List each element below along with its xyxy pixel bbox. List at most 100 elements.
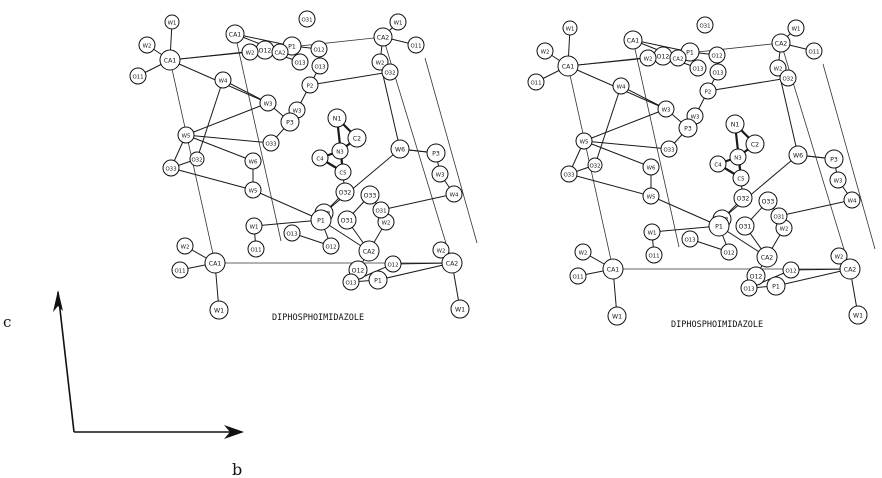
bond [309,71,391,86]
atom-circle [301,76,319,94]
atom-layer: W1W2CA1O11CA1O12O13P1CA2W2O31W3O12O13P2C… [527,16,868,326]
atom: O31 [372,201,390,219]
atom-circle [645,246,663,264]
atom-circle [445,185,463,203]
atom-circle [557,55,579,77]
atom-label: O11 [174,268,185,274]
atom-circle [244,181,262,199]
atom-label: O32 [191,157,202,163]
atom-label: O12 [750,273,763,280]
atom-circle [247,240,265,258]
atom-circle [129,67,147,85]
atom: O12 [782,261,800,279]
atom-circle [830,247,848,265]
atom-circle [839,258,861,280]
atom-label: O12 [387,262,398,268]
atom: O13 [283,224,301,242]
bond [583,108,667,142]
atom: P3 [280,112,300,132]
atom-circle [569,267,587,285]
atom-label: W4 [848,198,857,204]
atom: O11 [645,246,663,264]
atom-label: O12 [325,244,336,250]
atom-circle [381,63,399,81]
bond [775,268,851,287]
atom: W1 [787,19,805,37]
atom: W1 [643,223,661,241]
atom-circle [389,13,407,31]
atom: W6 [788,145,808,165]
atom-label: W6 [793,152,803,159]
atom-label: P2 [705,89,712,95]
bond [252,189,322,221]
atom-circle [560,165,578,183]
atom-label: W1 [168,20,177,26]
bond [169,51,251,61]
b-axis-arrowhead [224,425,244,439]
atom-circle [708,215,730,237]
panel-caption-left: DIPHOSPHOIMIDAZOLE [272,313,364,323]
atom-circle [209,300,229,320]
atom: O33 [162,159,180,177]
atom-circle [643,223,661,241]
atom: O11 [129,67,147,85]
atom-circle [602,258,624,280]
atom-label: O33 [364,192,377,199]
atom-label: O13 [314,64,325,70]
atom-circle [262,134,280,152]
atom-label: O11 [250,247,261,253]
atom-circle [696,16,714,34]
atom-circle [788,145,808,165]
atom-label: O31 [773,214,784,220]
bond [323,148,401,214]
atom-label: O31 [739,223,752,230]
atom: W1 [450,299,470,319]
atom: P1 [310,209,332,231]
atom-label: W5 [249,188,258,194]
atom-label: O11 [572,274,583,280]
atom-circle [337,210,357,230]
atom: W5 [244,181,262,199]
atom: W6 [244,152,262,170]
atom: W1 [607,306,627,326]
atom-label: P1 [374,277,382,284]
atom: P3 [426,143,446,163]
atom-label: W5 [647,194,656,200]
atom-circle [407,36,425,54]
atom-label: O32 [384,70,395,76]
atom-circle [358,240,380,262]
atom-label: W3 [691,114,700,120]
atom-label: O33 [663,147,674,153]
atom-label: W1 [853,312,863,319]
atom-label: P1 [715,223,723,230]
atom-circle [733,188,753,208]
atom-label: O13 [345,280,356,286]
atom: O32 [335,182,355,202]
atom-label: O11 [410,43,421,49]
atom: W1 [245,217,263,235]
atom-label: W2 [780,226,789,232]
atom-circle [310,40,328,58]
atom-circle [298,10,316,28]
atom-circle [322,237,340,255]
atom-label: O12 [259,47,272,54]
atom-circle [642,158,660,176]
atom-label: O31 [301,17,312,23]
bond [185,134,254,162]
axis-indicator: c b [3,290,244,478]
atom: O31 [298,10,316,28]
atom-label: O32 [339,189,352,196]
atom: P2 [699,82,717,100]
atom: C5 [732,169,750,187]
atom-label: W2 [835,254,844,260]
atom-label: CA1 [229,31,242,38]
atom: W2 [241,43,259,61]
atom-circle [384,255,402,273]
atom-label: O12 [711,53,722,59]
atom-label: W3 [264,101,273,107]
bond [380,193,455,211]
atom-label: N3 [336,149,343,155]
atom-circle [431,165,449,183]
atom: C2 [347,128,367,148]
atom-label: O13 [684,237,695,243]
